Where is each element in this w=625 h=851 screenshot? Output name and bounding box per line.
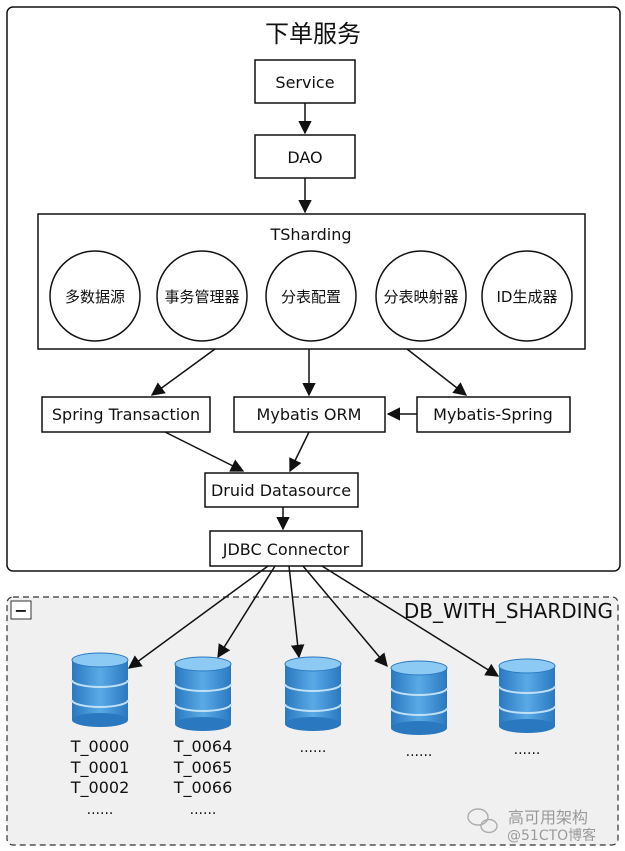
module-label: 分表映射器 <box>383 288 458 306</box>
watermark-line1: 高可用架构 <box>508 808 588 827</box>
module-circle <box>49 250 141 342</box>
mybatis-spring-label: Mybatis-Spring <box>433 405 553 424</box>
table-label: T_0001 <box>70 758 130 778</box>
module-circle <box>375 250 467 342</box>
database-icon <box>498 658 556 733</box>
database-icon <box>71 652 129 727</box>
table-label: ...... <box>87 802 114 818</box>
arrow-jdbc-db5 <box>321 565 500 677</box>
module-label: 事务管理器 <box>164 288 239 306</box>
mybatis-orm-box <box>233 396 386 433</box>
table-label: T_0065 <box>173 758 233 778</box>
service-box <box>254 59 356 104</box>
arrow-jdbc-db1 <box>127 565 269 669</box>
databases <box>71 652 556 735</box>
mybatis-orm-label: Mybatis ORM <box>257 405 362 424</box>
table-label: ...... <box>514 742 541 758</box>
module-circle <box>265 250 357 342</box>
database-icon <box>284 656 342 731</box>
collapse-icon: − <box>14 601 27 620</box>
arrow-jdbc-db3 <box>288 565 305 659</box>
arrow-tsharding-mybatis-spring <box>406 348 468 396</box>
table-label: T_0000 <box>70 737 130 757</box>
arrow-tsharding-spring-tx <box>150 348 216 396</box>
table-label: ...... <box>190 802 217 818</box>
druid-datasource-box <box>204 472 359 508</box>
spring-transaction-box <box>41 396 211 433</box>
module-circle <box>481 250 573 342</box>
arrow-jdbc-db4 <box>302 565 388 668</box>
db1-tables: T_0000 T_0001 T_0002 ...... <box>70 737 130 818</box>
table-label: T_0002 <box>70 778 130 798</box>
module-circle <box>156 250 248 342</box>
table-label: ...... <box>406 744 433 760</box>
watermark: 高可用架构 @51CTO博客 <box>467 808 596 844</box>
db2-tables: T_0064 T_0065 T_0066 ...... <box>173 737 233 818</box>
arrow-mybatis-orm-druid <box>289 431 310 473</box>
tsharding-label: TSharding <box>269 225 351 244</box>
table-label: T_0064 <box>173 737 233 757</box>
jdbc-connector-label: JDBC Connector <box>222 540 350 559</box>
database-icon <box>174 656 232 731</box>
table-label: T_0066 <box>173 778 233 798</box>
connector-arrows <box>127 103 500 677</box>
table-label: ...... <box>300 740 327 756</box>
module-label: ID生成器 <box>497 288 558 306</box>
arrow-spring-tx-druid <box>164 431 245 472</box>
database-icon <box>390 660 448 735</box>
wechat-icon <box>467 808 498 834</box>
druid-datasource-label: Druid Datasource <box>211 481 351 500</box>
service-label: Service <box>275 73 334 92</box>
order-service-title: 下单服务 <box>265 20 361 48</box>
spring-transaction-label: Spring Transaction <box>52 405 200 424</box>
db-group-title: DB_WITH_SHARDING <box>404 599 613 623</box>
dao-label: DAO <box>287 148 322 167</box>
module-label: 多数据源 <box>65 288 125 306</box>
watermark-line2: @51CTO博客 <box>507 827 596 844</box>
tsharding-modules: 多数据源 事务管理器 分表配置 分表映射器 ID生成器 <box>49 250 573 342</box>
arrow-jdbc-db2 <box>217 565 276 659</box>
jdbc-connector-box <box>209 530 363 567</box>
module-label: 分表配置 <box>281 288 341 306</box>
collapse-toggle[interactable]: − <box>10 600 32 620</box>
